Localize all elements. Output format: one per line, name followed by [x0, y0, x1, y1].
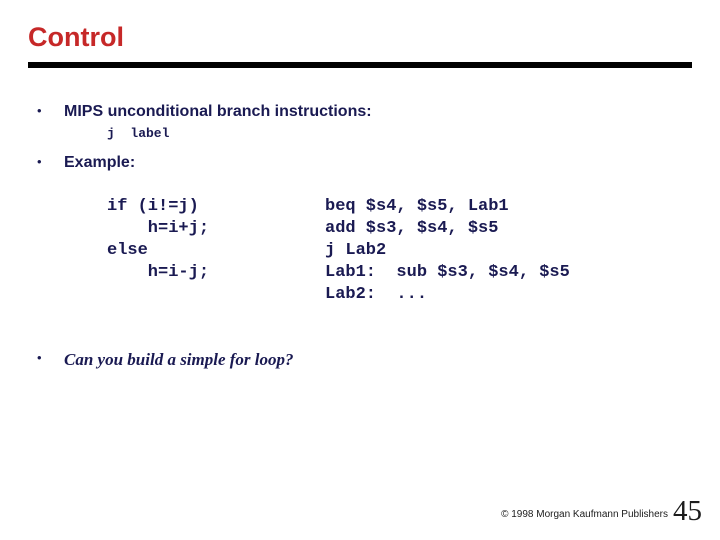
code-line: j Lab2 — [325, 241, 387, 260]
inline-code-j-label: j label — [107, 126, 170, 141]
bullet-icon: • — [37, 154, 42, 169]
code-line: h=i+j; — [107, 219, 210, 238]
bullet-item-mips: • MIPS unconditional branch instructions… — [37, 102, 637, 122]
footer-copyright: © 1998 Morgan Kaufmann Publishers — [501, 509, 668, 520]
bullet-label-mips: MIPS unconditional branch instructions: — [64, 103, 372, 120]
bullet-icon: • — [37, 350, 42, 365]
code-line: Lab2: ... — [325, 285, 428, 304]
bullet-icon: • — [37, 103, 42, 118]
code-line: else — [107, 241, 148, 260]
code-line: h=i-j; — [107, 263, 210, 282]
page-number: 45 — [673, 495, 702, 527]
code-line: add $s3, $s4, $s5 — [325, 219, 499, 238]
code-line: if (i!=j) — [107, 197, 199, 216]
bullet-label-question: Can you build a simple for loop? — [64, 350, 294, 369]
code-line: beq $s4, $s5, Lab1 — [325, 197, 509, 216]
code-line: Lab1: sub $s3, $s4, $s5 — [325, 263, 570, 282]
bullet-item-example: • Example: — [37, 153, 337, 173]
bullet-item-question: • Can you build a simple for loop? — [37, 349, 537, 371]
bullet-label-example: Example: — [64, 154, 136, 171]
code-block-mips-assembly: beq $s4, $s5, Lab1 add $s3, $s4, $s5 j L… — [325, 196, 570, 306]
title-rule — [28, 62, 692, 68]
code-block-c-source: if (i!=j) h=i+j; else h=i-j; — [107, 196, 209, 284]
slide-title: Control — [28, 22, 124, 52]
